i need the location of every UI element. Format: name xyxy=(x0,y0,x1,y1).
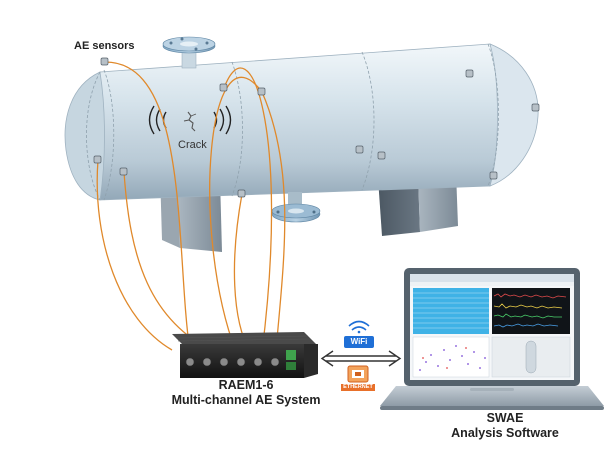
ethernet-badge: ETHERNET xyxy=(341,384,375,391)
cable-3 xyxy=(96,159,173,351)
laptop xyxy=(380,268,604,410)
sensor-icon xyxy=(355,145,364,154)
device-caption: RAEM1-6 Multi-channel AE System xyxy=(146,378,346,408)
double-arrow-icon xyxy=(320,350,402,367)
software-toolbar xyxy=(410,274,574,282)
sensor-icon xyxy=(465,69,474,78)
crack-label: Crack xyxy=(178,139,207,151)
scatter-panel xyxy=(412,336,490,378)
sensor-icon xyxy=(219,83,228,92)
sensor-icon xyxy=(489,171,498,180)
cable-5 xyxy=(233,193,251,353)
sensor-icon xyxy=(257,87,266,96)
sensors xyxy=(93,57,540,198)
wifi-badge: WiFi xyxy=(344,336,374,348)
raem-device xyxy=(172,332,318,378)
sensor-icon xyxy=(531,103,540,112)
cable-4 xyxy=(209,76,263,353)
device-description: Multi-channel AE System xyxy=(171,393,321,407)
software-description: Analysis Software xyxy=(451,426,559,440)
crack-icon xyxy=(183,111,197,132)
top-nozzle xyxy=(162,36,216,69)
pressure-vessel xyxy=(64,43,539,201)
software-caption: SWAE Analysis Software xyxy=(420,411,590,441)
device-name: RAEM1-6 xyxy=(218,378,274,392)
ethernet-icon xyxy=(347,365,369,383)
software-name: SWAE xyxy=(486,411,524,425)
cable-6 xyxy=(223,67,273,353)
sensor-icon xyxy=(237,189,246,198)
data-table-panel xyxy=(413,288,489,334)
ae-sensors-label: AE sensors xyxy=(74,40,135,52)
sensor-icon xyxy=(377,151,386,160)
sensor-icon xyxy=(93,155,102,164)
sensor-icon xyxy=(100,57,109,66)
bottom-nozzle xyxy=(271,192,321,223)
cable-7 xyxy=(261,91,286,351)
wifi-icon xyxy=(348,320,370,334)
sensor-icon xyxy=(119,167,128,176)
cable-1 xyxy=(103,61,191,353)
